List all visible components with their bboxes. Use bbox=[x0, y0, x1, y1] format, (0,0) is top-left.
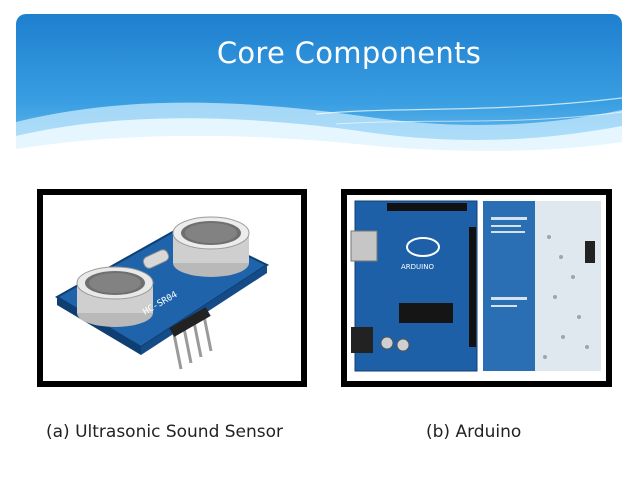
figure-arduino: ARDUINO bbox=[341, 189, 612, 387]
title-banner bbox=[16, 14, 622, 164]
wave-background bbox=[16, 14, 622, 164]
caption-ultrasonic-sensor: (a) Ultrasonic Sound Sensor bbox=[46, 422, 284, 442]
arduino-board-label: ARDUINO bbox=[401, 263, 434, 271]
figure-ultrasonic-sensor: HC-SR04 bbox=[37, 189, 307, 387]
caption-arduino: (b) Arduino bbox=[426, 422, 522, 442]
slide-title: Core Components bbox=[216, 36, 482, 70]
sensor-image: HC-SR04 bbox=[43, 195, 301, 381]
arduino-image: ARDUINO bbox=[347, 195, 606, 381]
